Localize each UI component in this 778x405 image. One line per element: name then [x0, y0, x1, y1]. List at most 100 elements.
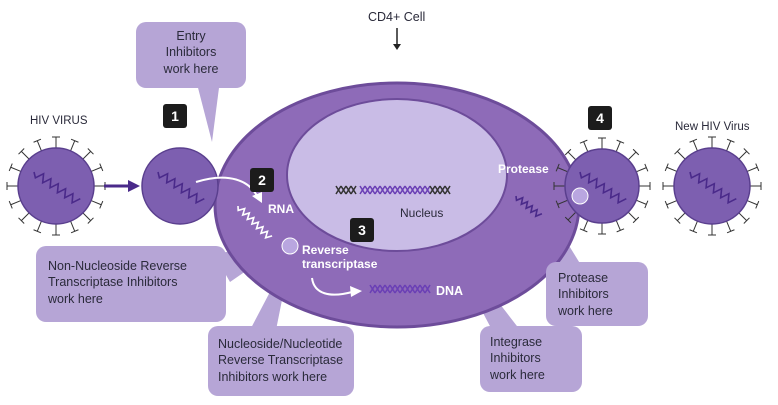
nucleus-shape — [286, 98, 508, 252]
dna-backbone — [389, 284, 396, 294]
cd4-cell-label: CD4+ Cell — [368, 10, 426, 24]
virus-spike — [676, 150, 686, 160]
entry-callout-text: Entry Inhibitors work here — [136, 28, 246, 77]
dna-backbone — [444, 185, 451, 195]
virus-spike-cap — [664, 200, 669, 209]
nrti-callout-line: Reverse Transcriptase — [218, 353, 344, 368]
virus-envelope — [17, 147, 95, 225]
virus-spike — [82, 150, 92, 160]
dna-label: DNA — [436, 284, 464, 298]
nrti-callout-text: Nucleoside/Nucleotide Reverse Transcript… — [218, 336, 352, 385]
dna-backbone — [350, 185, 357, 195]
virus-spike-cap — [726, 138, 735, 143]
virus-spike — [90, 166, 102, 172]
virus-spike-cap — [18, 217, 25, 224]
dna-backbone — [394, 284, 401, 294]
virus-spike-cap — [70, 229, 79, 234]
dna-backbone — [399, 185, 406, 195]
virus-spike-cap — [70, 138, 79, 143]
virus-spike-cap — [632, 148, 640, 156]
dna-backbone — [394, 185, 401, 195]
new-hiv-virus-label: New HIV Virus — [675, 121, 750, 133]
virus-spike-cap — [632, 216, 640, 224]
dna-backbone — [340, 185, 347, 195]
entry-callout-line: Entry — [176, 29, 206, 43]
nnrti-callout-line: Transcriptase Inhibitors — [48, 275, 178, 290]
virus-spike-cap — [8, 163, 13, 172]
dna-backbone — [419, 185, 426, 195]
virus-spike — [615, 141, 621, 153]
virus-spike-cap — [33, 138, 42, 143]
protease-callout-text: Protease Inhibitors work here — [558, 270, 646, 319]
dna-helix-cytoplasm — [369, 284, 431, 294]
virus-spike-cap — [87, 148, 94, 155]
dna-backbone — [379, 284, 386, 294]
virus-envelope — [141, 147, 219, 225]
dna-backbone — [335, 185, 342, 195]
integrase-callout-line: work here — [490, 367, 545, 382]
virus-spike-cap — [755, 163, 760, 172]
entry-callout-box — [136, 22, 246, 88]
virus-spike — [10, 200, 22, 206]
reverse-transcriptase-line-1: Reverse — [302, 243, 349, 257]
rna-release-arrowhead — [252, 192, 262, 203]
virus-spike — [746, 200, 758, 206]
virus-spike — [36, 140, 42, 152]
virus-rna-strand — [689, 171, 737, 205]
virus-group — [6, 136, 762, 236]
dna-backbone — [384, 185, 391, 195]
dna-backbone — [414, 284, 421, 294]
nrti-callout-box — [208, 326, 354, 396]
virus-particle — [553, 137, 651, 235]
entry-callout-pointer — [196, 80, 220, 142]
virus-particle — [141, 147, 219, 225]
rna-release-arrow — [195, 176, 259, 199]
dna-backbone — [404, 185, 411, 195]
step-1-badge: 1 — [163, 104, 187, 128]
virus-spike — [635, 199, 647, 205]
dna-conversion-arrowhead — [350, 286, 362, 297]
virus-spike-cap — [689, 138, 698, 143]
integrase-callout-line: Inhibitors — [490, 351, 541, 366]
protease-callout-line: Protease — [558, 271, 609, 285]
reverse-transcriptase-enzyme — [281, 237, 299, 255]
dna-backbone — [345, 185, 352, 195]
virus-spike — [557, 199, 569, 205]
protease-callout-line: Inhibitors — [558, 287, 609, 302]
integrase-callout-line: Integrase — [490, 335, 543, 349]
virus-spike — [666, 200, 678, 206]
entry-callout-line: Inhibitors — [165, 45, 217, 60]
virus-spike-cap — [564, 148, 572, 156]
dna-conversion-arrow — [311, 277, 353, 296]
dna-backbone — [374, 284, 381, 294]
dna-backbone — [379, 185, 386, 195]
virus-spike — [738, 212, 748, 222]
virus-spike-cap — [664, 163, 669, 172]
virus-spike — [615, 219, 621, 231]
virus-spike — [567, 211, 577, 221]
nnrti-callout-text: Non-Nucleoside Reverse Transcriptase Inh… — [48, 258, 224, 307]
nucleus-label: Nucleus — [400, 206, 444, 220]
virus-spike-cap — [726, 229, 735, 234]
virus-spike-cap — [579, 228, 588, 233]
nnrti-callout-box — [36, 246, 226, 322]
dna-backbone — [439, 185, 446, 195]
virus-entry-arrowhead — [128, 180, 140, 192]
virus-spike-cap — [616, 228, 625, 233]
dna-backbone — [409, 185, 416, 195]
virus-spike — [692, 140, 698, 152]
protease-enzyme — [571, 187, 589, 205]
virus-spike — [557, 167, 569, 173]
virus-spike — [692, 220, 698, 232]
virus-spike — [583, 141, 589, 153]
virus-spike-cap — [743, 217, 750, 224]
virus-spike — [70, 220, 76, 232]
virus-envelope — [673, 147, 751, 225]
virus-spike-cap — [689, 229, 698, 234]
virus-spike — [82, 212, 92, 222]
dna-backbone — [429, 185, 436, 195]
virus-spike — [20, 150, 30, 160]
dna-backbone — [384, 284, 391, 294]
virus-spike — [20, 212, 30, 222]
